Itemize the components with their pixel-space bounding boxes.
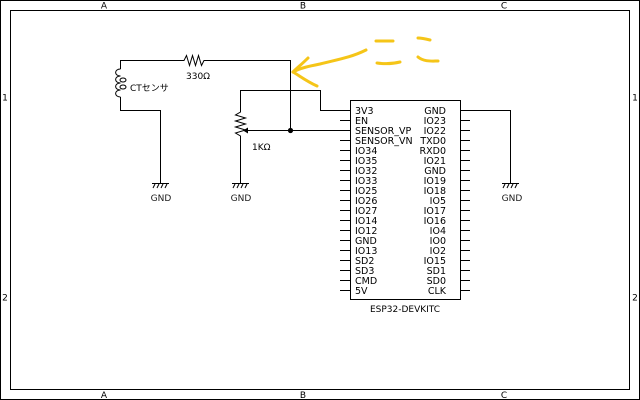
potentiometer-label: 1KΩ [252,143,271,153]
pin-label-right: IO16 [424,216,446,227]
column-label-top-a: A [101,2,108,12]
resistor-zigzag-icon [182,53,207,68]
pin-label-left: 5V [355,286,368,297]
wire-esp-gnd [470,110,511,183]
row-label-left-2: 2 [2,294,8,304]
pin-label-right: IO5 [430,196,446,207]
pin-label-left: IO12 [355,226,377,237]
pin-label-left: CMD [355,276,377,287]
annotation-char-ko-1b [375,60,402,66]
pin-label-left: IO27 [355,206,377,217]
column-label-bottom-b: B [300,391,306,400]
resistor-label: 330Ω [186,72,210,82]
pin-label-left: IO25 [355,186,377,197]
wiper-arrow-icon [243,127,248,134]
potentiometer-zigzag-icon [233,110,248,138]
pin-label-right: IO18 [424,186,446,197]
ct-core-loop [119,77,127,83]
wire-ct-bottom [120,97,161,183]
pin-label-right: IO23 [424,116,446,127]
pin-label-left: IO33 [355,176,377,187]
inductor-coil-icon [115,68,121,98]
column-label-top-c: C [501,2,507,12]
pin-label-right: SD0 [427,276,446,287]
pin-label-left: IO26 [355,196,377,207]
inner-frame [10,10,630,390]
junction-dot [287,127,294,134]
pin-label-left: IO32 [355,166,377,177]
row-label-right-2: 2 [632,294,638,304]
pin-label-right: IO22 [424,126,446,137]
column-label-bottom-c: C [501,391,507,400]
handwritten-annotation [291,36,440,88]
ground-label: GND [231,194,252,204]
pin-label-right: GND [424,106,446,117]
esp32-right-pins: GNDIO23IO22TXD0RXD0IO21GNDIO19IO18IO5IO1… [419,106,470,297]
ground-label: GND [151,194,172,204]
ground-label: GND [502,194,523,204]
esp32-left-pins: 3V3ENSENSOR_VPSENSOR_VNIO34IO35IO32IO33I… [340,106,413,297]
ground-symbol-ct: GND [151,183,172,204]
ground-symbol-pot: GND [231,183,252,204]
pin-label-left: IO13 [355,246,377,257]
potentiometer-1k[interactable]: 1KΩ [233,90,341,184]
pin-label-right: IO19 [424,176,446,187]
row-label-left-1: 1 [2,94,8,104]
pin-label-right: GND [424,166,446,177]
esp32-devkitc-module[interactable]: 3V3ENSENSOR_VPSENSOR_VNIO34IO35IO32IO33I… [340,100,470,316]
pin-label-right: IO21 [424,156,446,167]
esp32-name-label: ESP32-DEVKITC [370,305,440,315]
ct-sensor-label: CTセンサ [130,83,169,94]
pin-label-left: GND [355,236,377,247]
ct-sensor-symbol[interactable]: CTセンサ [115,60,182,184]
pin-label-right: IO4 [430,226,446,237]
pin-label-left: SD3 [355,266,374,277]
pin-label-left: SENSOR_VP [355,126,411,137]
pin-label-left: EN [355,116,368,127]
pin-label-left: IO35 [355,156,377,167]
wire-ct-top [120,60,182,69]
pin-label-left: IO34 [355,146,377,157]
pin-label-right: CLK [428,286,447,297]
pin-label-right: IO15 [424,256,446,267]
resistor-330[interactable]: 330Ω [182,53,291,131]
pin-label-left: 3V3 [355,106,374,117]
ground-symbol-esp32: GND [470,110,523,204]
annotation-char-ko-2 [416,36,432,42]
annotation-char-ko-2b [416,55,440,63]
pin-label-right: IO2 [430,246,446,257]
ct-core-loop [119,84,127,90]
pin-label-left: IO14 [355,216,377,227]
pin-label-right: TXD0 [419,136,446,147]
arrow-head-icon [291,56,319,88]
column-label-top-b: B [300,2,306,12]
pin-label-left: SENSOR_VN [355,136,413,147]
arrow-annotation-icon [291,48,368,74]
wire-r330-right [207,60,291,131]
wire-pot-top [240,90,340,111]
pin-label-right: SD1 [427,266,446,277]
pin-label-right: RXD0 [420,146,446,157]
row-label-right-1: 1 [632,94,638,104]
column-label-bottom-a: A [101,391,108,400]
pin-label-left: SD2 [355,256,374,267]
pin-label-right: IO17 [424,206,446,217]
pin-label-right: IO0 [430,236,446,247]
